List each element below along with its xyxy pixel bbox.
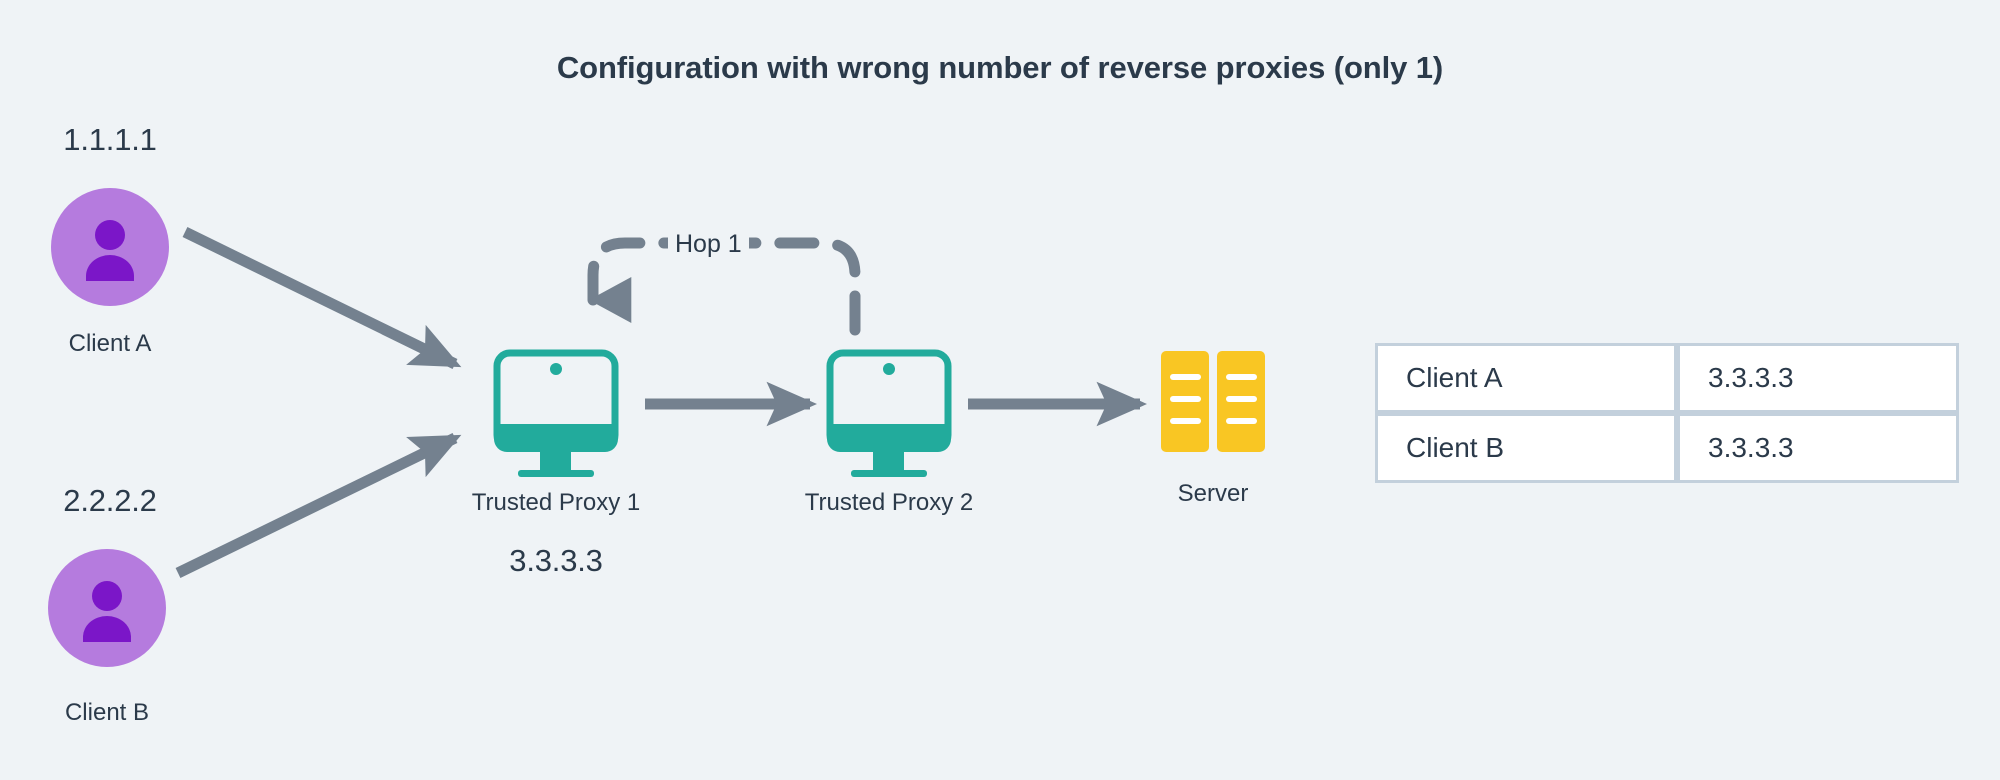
arrow-client-a-to-proxy-1 xyxy=(182,227,462,369)
server-icon-slots xyxy=(1170,374,1257,424)
table-cell-client: Client B xyxy=(1375,413,1677,483)
monitor-icon-base-bar xyxy=(827,424,951,452)
arrow-client-b-to-proxy-1 xyxy=(175,433,462,578)
monitor-icon-stand-neck xyxy=(540,452,571,470)
trusted-proxy-1-label: Trusted Proxy 1 xyxy=(471,489,641,516)
client-b-avatar[interactable] xyxy=(48,549,166,667)
monitor-icon-camera-dot xyxy=(883,363,895,375)
monitor-icon-base-bar xyxy=(494,424,618,452)
server-label: Server xyxy=(1177,480,1249,507)
page-title: Configuration with wrong number of rever… xyxy=(556,50,1444,85)
hop-1-label: Hop 1 xyxy=(668,230,749,259)
trusted-proxy-2-icon[interactable] xyxy=(826,349,952,477)
client-b-label: Client B xyxy=(64,699,150,726)
client-b-ip: 2.2.2.2 xyxy=(63,483,157,518)
user-icon-head xyxy=(92,581,122,611)
monitor-icon-stand-foot xyxy=(851,470,927,477)
table-cell-client: Client A xyxy=(1375,343,1677,413)
table-cell-ip: 3.3.3.3 xyxy=(1677,343,1959,413)
table-row: Client B 3.3.3.3 xyxy=(1375,413,1959,483)
table-cell-ip: 3.3.3.3 xyxy=(1677,413,1959,483)
client-ip-table: Client A 3.3.3.3 Client B 3.3.3.3 xyxy=(1375,343,1959,483)
monitor-icon-stand-neck xyxy=(873,452,904,470)
monitor-icon-stand-foot xyxy=(518,470,594,477)
monitor-icon-camera-dot xyxy=(550,363,562,375)
user-icon-body xyxy=(86,255,134,281)
trusted-proxy-2-label: Trusted Proxy 2 xyxy=(804,489,974,516)
user-icon-body xyxy=(83,616,131,642)
user-icon-head xyxy=(95,220,125,250)
client-a-label: Client A xyxy=(68,330,152,357)
trusted-proxy-1-ip: 3.3.3.3 xyxy=(509,543,603,578)
trusted-proxy-1-icon[interactable] xyxy=(493,349,619,477)
client-a-avatar[interactable] xyxy=(51,188,169,306)
table-row: Client A 3.3.3.3 xyxy=(1375,343,1959,413)
server-icon[interactable] xyxy=(1161,351,1265,452)
client-a-ip: 1.1.1.1 xyxy=(63,122,157,157)
